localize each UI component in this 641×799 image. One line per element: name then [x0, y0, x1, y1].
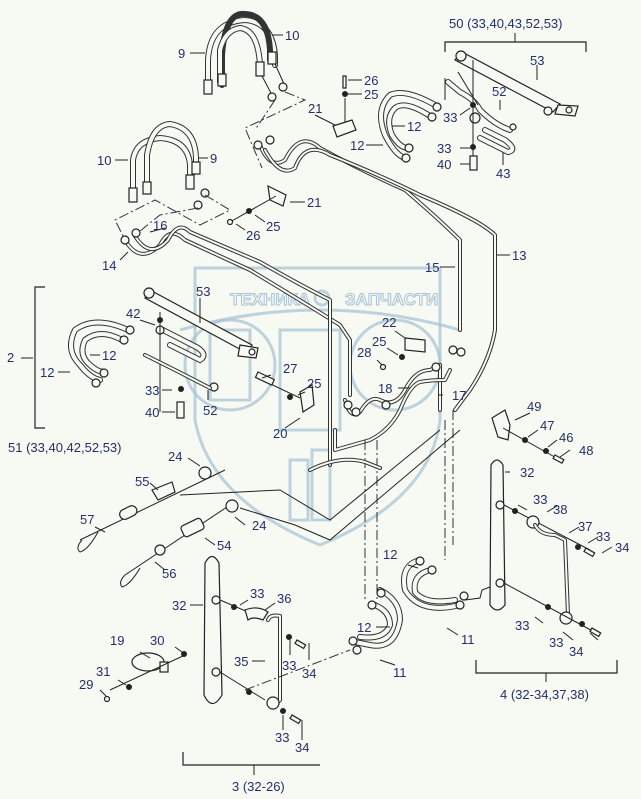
- callout-12: 12: [350, 138, 364, 153]
- callout-53: 53: [196, 284, 210, 299]
- callout-26: 26: [246, 228, 260, 243]
- callout-35: 35: [234, 654, 248, 669]
- hose-pair-upper: [203, 10, 288, 102]
- callout-33: 33: [515, 618, 529, 633]
- callout-47: 47: [540, 418, 554, 433]
- group-label-50: 50 (33,40,43,52,53): [449, 16, 562, 31]
- callout-26: 26: [364, 73, 378, 88]
- callout-33: 33: [437, 141, 451, 156]
- callout-17: 17: [452, 388, 466, 403]
- callout-18: 18: [378, 381, 392, 396]
- callout-33: 33: [549, 635, 563, 650]
- callout-9: 9: [210, 151, 217, 166]
- callout-46: 46: [559, 430, 573, 445]
- callout-49: 49: [527, 399, 541, 414]
- group-label-2: 2: [7, 350, 14, 365]
- callout-25: 25: [372, 334, 386, 349]
- callout-leaders: [58, 34, 613, 740]
- group-label-4: 4 (32-34,37,38): [500, 687, 589, 702]
- callout-29: 29: [79, 677, 93, 692]
- callout-33: 33: [533, 492, 547, 507]
- callout-12: 12: [383, 547, 397, 562]
- callout-21: 21: [308, 101, 322, 116]
- callout-27: 27: [283, 361, 297, 376]
- callout-12: 12: [102, 348, 116, 363]
- hose-pair-left: [114, 120, 352, 467]
- callout-10: 10: [97, 153, 111, 168]
- callout-42: 42: [126, 306, 140, 321]
- callout-40: 40: [437, 157, 451, 172]
- callout-34: 34: [295, 740, 309, 755]
- group-labels: 50 (33,40,43,52,53) 51 (33,40,42,52,53) …: [7, 16, 589, 794]
- callout-16: 16: [153, 218, 167, 233]
- callout-22: 22: [382, 315, 396, 330]
- group-label-51: 51 (33,40,42,52,53): [8, 440, 121, 455]
- callout-34: 34: [302, 666, 316, 681]
- clamp-19: [103, 651, 187, 703]
- callout-20: 20: [273, 426, 287, 441]
- callout-21: 21: [307, 195, 321, 210]
- callout-32: 32: [172, 598, 186, 613]
- callout-12: 12: [357, 620, 371, 635]
- group-label-3: 3 (32-26): [232, 779, 285, 794]
- callout-11: 11: [393, 665, 407, 680]
- callout-33: 33: [443, 110, 457, 125]
- callout-57: 57: [80, 512, 94, 527]
- callout-12: 12: [407, 119, 421, 134]
- callout-25: 25: [364, 87, 378, 102]
- callout-52: 52: [492, 84, 506, 99]
- hose-pair-12-top: [378, 90, 442, 163]
- arm-group-4: [475, 459, 618, 682]
- callout-15: 15: [425, 260, 439, 275]
- callout-40: 40: [145, 405, 159, 420]
- callout-38: 38: [553, 502, 567, 517]
- callout-25: 25: [307, 376, 321, 391]
- callout-30: 30: [150, 633, 164, 648]
- callout-14: 14: [102, 258, 116, 273]
- callout-33: 33: [250, 586, 264, 601]
- hose-group-11-12: [244, 556, 496, 691]
- callout-33: 33: [145, 383, 159, 398]
- callout-24: 24: [252, 518, 266, 533]
- callout-54: 54: [217, 538, 231, 553]
- callout-25: 25: [266, 219, 280, 234]
- pipe-group-upper: [244, 91, 497, 412]
- callout-31: 31: [96, 664, 110, 679]
- callout-53: 53: [530, 53, 544, 68]
- arm-group-3: [182, 555, 320, 775]
- callout-55: 55: [135, 474, 149, 489]
- callout-28: 28: [357, 345, 371, 360]
- callout-43: 43: [496, 166, 510, 181]
- hose-pair-12-left: [68, 319, 135, 388]
- watermark-text-2: ЗАПЧАСТИ: [345, 290, 438, 309]
- cable-assembly: [77, 466, 239, 588]
- callout-37: 37: [578, 519, 592, 534]
- callout-36: 36: [277, 591, 291, 606]
- callout-11: 11: [461, 632, 475, 647]
- callout-labels: 9 10 10 9 26 25 21 21 25 26 16 14 53 52 …: [40, 28, 629, 755]
- cylinder-group-50: [444, 33, 587, 171]
- callout-9: 9: [178, 46, 185, 61]
- callout-24: 24: [168, 449, 182, 464]
- callout-34: 34: [615, 540, 629, 555]
- callout-32: 32: [520, 465, 534, 480]
- callout-48: 48: [579, 443, 593, 458]
- callout-56: 56: [162, 566, 176, 581]
- bracket-21-upper: [332, 75, 357, 138]
- callout-33: 33: [275, 730, 289, 745]
- center-pipes: [179, 337, 466, 600]
- callout-33: 33: [596, 529, 610, 544]
- callout-34: 34: [569, 644, 583, 659]
- bracket-21-lower: [226, 184, 287, 226]
- callout-13: 13: [512, 248, 526, 263]
- callout-10: 10: [285, 28, 299, 43]
- cylinder-group-51: [21, 286, 259, 429]
- watermark: ТЕХНИКА ЗАПЧАСТИ: [179, 266, 461, 547]
- callout-19: 19: [110, 633, 124, 648]
- callout-52: 52: [203, 403, 217, 418]
- callout-33: 33: [282, 658, 296, 673]
- bracket-49: [491, 409, 565, 465]
- callout-12: 12: [40, 365, 54, 380]
